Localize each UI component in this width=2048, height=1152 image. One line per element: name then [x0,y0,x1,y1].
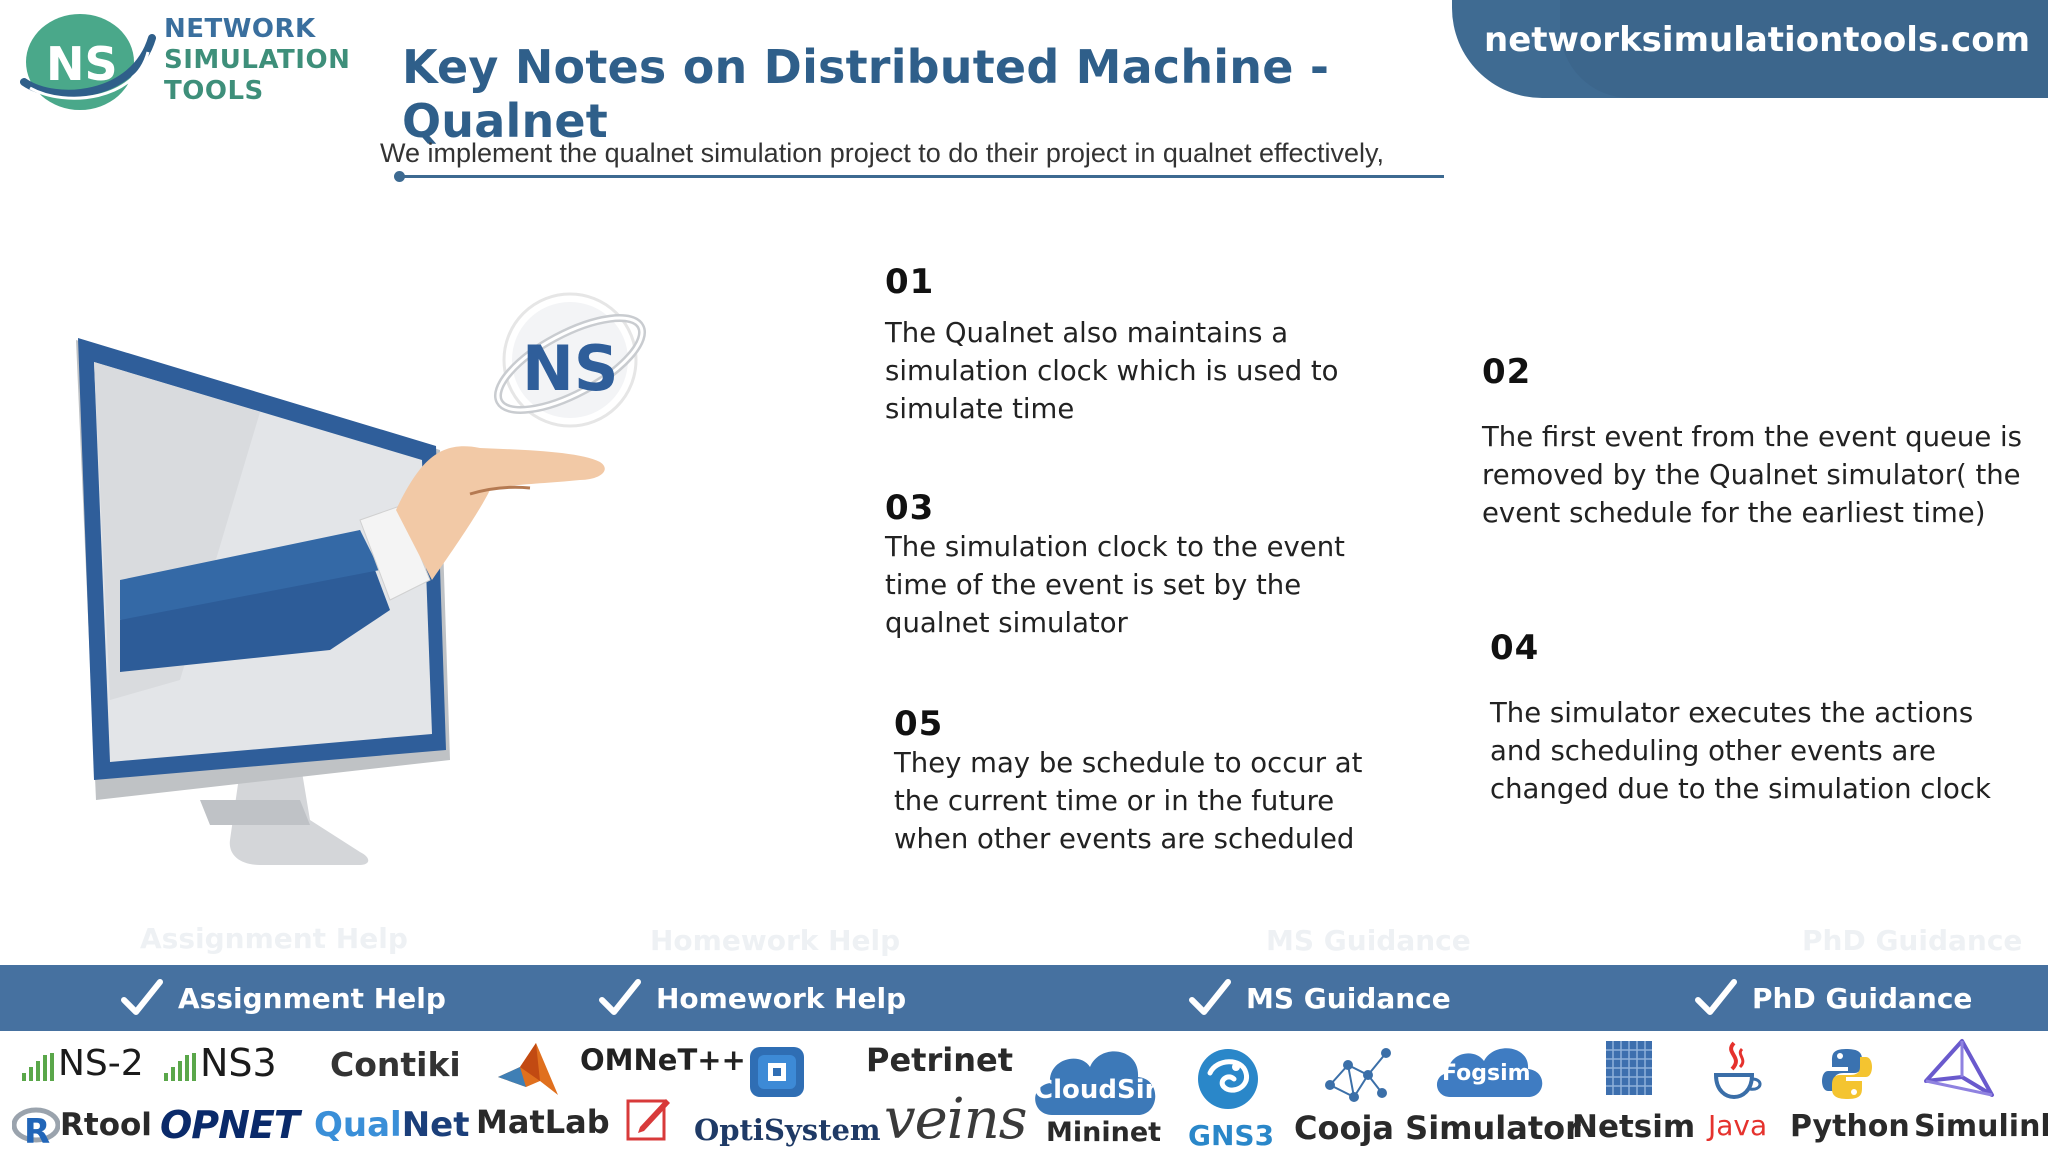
tool-netsim[interactable]: Netsim [1572,1109,1696,1145]
note-text: The simulator executes the actions and s… [1490,697,1991,805]
service-ms-guidance[interactable]: MS Guidance [1188,975,1451,1021]
signal-bars-icon [164,1053,196,1081]
qualnet-qual: Qual [314,1105,402,1145]
tool-cloudsim[interactable]: CloudSim [1034,1075,1172,1105]
svg-text:R: R [24,1112,50,1147]
tool-ns3[interactable]: NS3 [200,1041,277,1085]
fogsim-cloud-icon [1436,1048,1543,1097]
logo-mark-text: NS [46,37,118,91]
checkmark-icon [121,979,163,1015]
subtitle-underline-dot [394,171,405,182]
service-label: MS Guidance [1246,981,1451,1015]
tool-petrinet[interactable]: Petrinet [866,1041,1013,1079]
ns-logo-icon: NS [20,14,156,110]
note-03: 03 The simulation clock to the event tim… [885,488,1355,642]
ghost-label: Homework Help [650,924,901,957]
tool-qualnet[interactable]: QualNet [314,1105,470,1145]
note-02: 02 The first event from the event queue … [1482,352,2022,532]
java-cup-icon [1713,1041,1762,1100]
ghost-label: MS Guidance [1266,924,1471,957]
tool-ns2[interactable]: NS-2 [58,1043,144,1084]
open-hand [396,446,605,580]
cooja-network-icon [1325,1048,1391,1102]
service-phd-guidance[interactable]: PhD Guidance [1694,975,1972,1021]
tool-java[interactable]: Java [1708,1109,1768,1142]
ns-badge-icon: NS [493,292,647,428]
logo-line-1: NETWORK [164,14,316,44]
netsim-grid-icon [1606,1041,1652,1095]
monitor-hand-illustration: NS [76,292,647,865]
simulink-logo-icon [1924,1039,1994,1097]
tool-contiki[interactable]: Contiki [330,1045,461,1084]
service-label: Homework Help [656,981,907,1015]
ghost-label: Assignment Help [140,922,408,955]
optisystem-logo-icon [750,1047,804,1097]
page-subtitle: We implement the qualnet simulation proj… [380,138,1385,168]
note-number: 02 [1482,352,1532,392]
page-title: Key Notes on Distributed Machine - Qualn… [402,40,1330,148]
service-label: PhD Guidance [1752,981,1973,1015]
note-04: 04 The simulator executes the actions an… [1490,628,2010,808]
tool-matlab[interactable]: MatLab [476,1103,610,1141]
note-text: The Qualnet also maintains a simulation … [885,317,1339,425]
brand-logo[interactable]: NS NETWORK SIMULATION TOOLS [8,4,350,114]
checkmark-icon [599,979,641,1015]
tool-fogsim[interactable]: Fogsim [1442,1061,1531,1086]
services-bar: Assignment Help Homework Help MS Guidanc… [0,965,2048,1031]
signal-bars-icon [22,1053,54,1081]
tool-veins[interactable]: veins [884,1087,1027,1152]
badge-text: NS [522,332,619,405]
note-text: The first event from the event queue is … [1482,421,2022,529]
tool-mininet[interactable]: Mininet [1046,1117,1162,1148]
python-logo-icon [1822,1049,1872,1099]
site-url-link[interactable]: networksimulationtools.com [1484,20,2030,60]
logo-wordmark: NETWORK SIMULATION TOOLS [164,14,350,107]
note-number: 04 [1490,628,1540,668]
tool-simulink[interactable]: Simulink [1914,1109,2048,1144]
tool-opnet[interactable]: OPNET [160,1103,300,1147]
checkmark-icon [1695,979,1737,1015]
tool-gns3[interactable]: GNS3 [1188,1119,1275,1152]
logo-line-2: SIMULATION [164,45,351,75]
gns3-chameleon-icon [1198,1049,1258,1109]
site-tab-accent [1560,0,2048,98]
qualnet-net: Net [401,1105,470,1145]
tool-cooja[interactable]: Cooja Simulator [1294,1109,1581,1147]
edit-pencil-icon [626,1099,670,1141]
note-text: They may be schedule to occur at the cur… [894,747,1363,855]
service-assignment-help[interactable]: Assignment Help [120,975,446,1021]
note-05: 05 They may be schedule to occur at the … [894,704,1414,858]
note-01: 01 The Qualnet also maintains a simulati… [885,262,1355,428]
service-reflection: Assignment Help Homework Help MS Guidanc… [0,918,2048,962]
tool-rtool[interactable]: Rtool [60,1107,152,1143]
cloudsim-cloud-icon [1035,1051,1156,1115]
service-label: Assignment Help [178,981,446,1015]
tool-omnet[interactable]: OMNeT++ [580,1043,746,1077]
note-number: 03 [885,488,935,528]
ghost-label: PhD Guidance [1802,924,2023,957]
note-text: The simulation clock to the event time o… [885,531,1345,639]
tools-strip: NS-2 NS3 Contiki OMNeT++ Petrinet CloudS… [0,1031,2048,1152]
tool-python[interactable]: Python [1790,1109,1910,1144]
tool-optisystem[interactable]: OptiSystem [694,1113,881,1147]
r-logo-icon: R [12,1107,60,1147]
service-homework-help[interactable]: Homework Help [598,975,906,1021]
note-number: 01 [885,262,935,302]
matlab-logo-icon [498,1043,558,1095]
checkmark-icon [1189,979,1231,1015]
note-number: 05 [894,704,944,744]
subtitle-underline [398,175,1444,178]
logo-line-3: TOOLS [164,76,264,106]
